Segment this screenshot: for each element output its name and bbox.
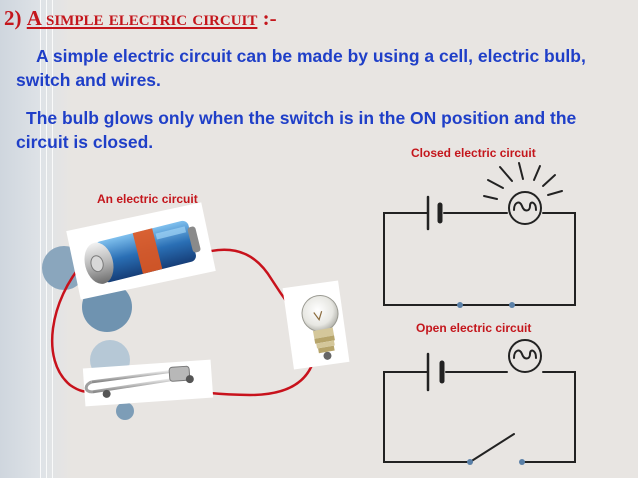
light-ray bbox=[547, 190, 563, 196]
band-line bbox=[46, 0, 47, 478]
light-ray bbox=[499, 166, 513, 182]
electric-circuit-caption: An electric circuit bbox=[97, 192, 198, 206]
light-ray bbox=[487, 179, 504, 189]
decorative-circle bbox=[116, 402, 134, 420]
light-ray bbox=[533, 165, 541, 181]
safety-pin-switch-image bbox=[82, 359, 214, 407]
light-ray bbox=[542, 174, 556, 187]
battery-image bbox=[66, 202, 216, 300]
closed-circuit-caption: Closed electric circuit bbox=[411, 146, 536, 160]
title-number: 2) bbox=[4, 6, 22, 30]
paragraph-2: The bulb glows only when the switch is i… bbox=[16, 108, 577, 152]
bulb-image bbox=[282, 280, 350, 370]
lamp-filament bbox=[513, 349, 537, 360]
switch-terminal bbox=[509, 302, 515, 308]
light-ray bbox=[518, 162, 524, 180]
switch-terminal bbox=[467, 459, 473, 465]
open-circuit-caption: Open electric circuit bbox=[416, 321, 532, 335]
switch-terminal bbox=[519, 459, 525, 465]
open-circuit-diagram bbox=[383, 339, 576, 463]
light-ray bbox=[483, 195, 498, 200]
open-switch-lever bbox=[469, 433, 515, 463]
paragraph-1: A simple electric circuit can be made by… bbox=[16, 46, 586, 90]
band-line bbox=[40, 0, 41, 478]
band-line bbox=[52, 0, 53, 478]
left-decorative-band bbox=[0, 0, 72, 478]
slide-title: 2) A simple electric circuit :- bbox=[4, 6, 277, 31]
lamp-symbol bbox=[508, 191, 542, 225]
switch-terminal bbox=[457, 302, 463, 308]
closed-circuit-diagram bbox=[383, 162, 576, 306]
lamp-symbol bbox=[508, 339, 542, 373]
lamp-filament bbox=[513, 201, 537, 212]
title-heading: A simple electric circuit bbox=[26, 6, 258, 30]
title-suffix: :- bbox=[257, 6, 277, 30]
